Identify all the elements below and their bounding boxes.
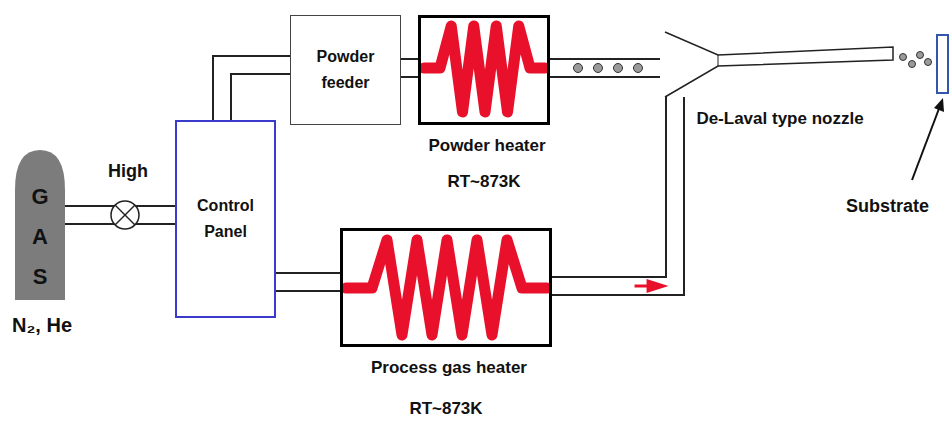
powder-heater: Powder heater — [418, 15, 550, 125]
process-gas-heater: Process gas heater — [340, 228, 552, 347]
spray-particle — [900, 54, 907, 61]
box-text: G A S — [31, 177, 49, 297]
pipe-wall — [401, 58, 418, 78]
box-heading: Process gas heater — [299, 358, 599, 378]
pipe-bore — [550, 60, 660, 76]
powder-feeder: Powder feeder — [290, 15, 401, 125]
pipe-wall — [550, 58, 660, 78]
pipe-wall — [552, 97, 675, 286]
valve-symbol — [111, 201, 139, 229]
heater-coil — [346, 240, 547, 335]
temperature-range: RT~873K — [409, 399, 482, 419]
pipe-bore — [276, 274, 340, 290]
powder-particle — [574, 64, 583, 73]
substrate-plate — [937, 35, 948, 93]
pipe-bore — [401, 60, 418, 76]
spray-particle — [917, 52, 924, 59]
powder-particle — [594, 64, 603, 73]
spray-particle — [909, 61, 916, 68]
flow-arrow-tail — [635, 285, 657, 288]
spray-particles — [900, 52, 932, 68]
substrate-label: Substrate — [846, 196, 929, 217]
temperature-range: RT~873K — [447, 172, 520, 192]
powder-particle — [634, 64, 643, 73]
gas-pipe — [550, 68, 660, 69]
heater-coil — [424, 26, 545, 112]
control-panel: Control Panel — [175, 120, 276, 318]
powder-particle — [614, 64, 623, 73]
pipe-bore — [222, 65, 290, 120]
powder-particles — [574, 64, 643, 73]
gas-pipe — [276, 282, 340, 283]
box-text: Powder feeder — [291, 44, 400, 95]
leader-arrowhead — [934, 98, 944, 112]
gas-pipe — [552, 97, 675, 286]
box-heading: De-Laval type nozzle — [630, 109, 930, 129]
nozzle-shape — [660, 25, 900, 97]
pipe-wall — [222, 65, 290, 120]
gas-pipe — [222, 65, 290, 120]
box-heading: Powder heater — [337, 136, 637, 156]
gas-type-label: N₂, He — [12, 314, 72, 337]
gas-cylinder: G A S — [15, 150, 65, 300]
leader-line — [912, 106, 940, 180]
valve-label: High — [108, 161, 148, 182]
de-laval-nozzle: De-Laval type nozzle — [660, 25, 900, 97]
box-text: Control Panel — [177, 193, 274, 244]
pipe-bore — [552, 97, 675, 286]
gas-pipe — [401, 68, 418, 69]
spray-particle — [925, 59, 932, 66]
pipe-wall — [276, 272, 340, 292]
